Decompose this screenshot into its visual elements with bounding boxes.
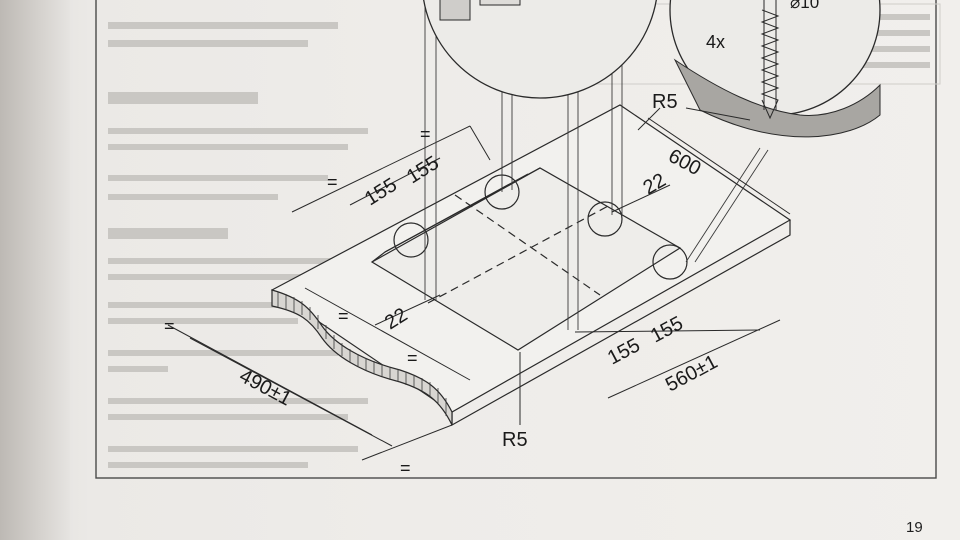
screw-positions (393, 174, 688, 280)
radius-leader (685, 107, 751, 121)
radius-bottom-label: R5 (502, 429, 528, 451)
figure-frame (95, 0, 937, 479)
book-spine-shadow (0, 0, 70, 540)
spacing-back-right-label: 155 (403, 152, 443, 188)
equal-mark-center: = (338, 306, 349, 326)
page-number: 19 (906, 519, 923, 536)
equal-mark-front: = (407, 348, 418, 368)
detail-bubble-screw: 4x ⌀10 (669, 0, 881, 138)
screw-diameter-label: ⌀10 (790, 0, 819, 12)
equal-mark-bottom: = (400, 458, 411, 478)
width-560-label: 560±1 (662, 351, 721, 396)
equal-mark-left-edge: = (164, 316, 175, 336)
radius-top-label: R5 (652, 91, 678, 113)
screw-icon (760, 0, 780, 120)
detail-bubble-bracket (423, 0, 657, 99)
spacing-front-left-label: 155 (604, 334, 644, 369)
equal-mark-top: = (420, 124, 431, 144)
equal-mark-left: = (327, 172, 338, 192)
dimension-lines (167, 107, 791, 461)
spacing-back-left-label: 155 (361, 174, 401, 210)
countertop (270, 104, 792, 427)
screw-count-label: 4x (706, 32, 725, 52)
cut-hatching (277, 292, 447, 416)
spacing-front-right-label: 155 (647, 312, 687, 347)
